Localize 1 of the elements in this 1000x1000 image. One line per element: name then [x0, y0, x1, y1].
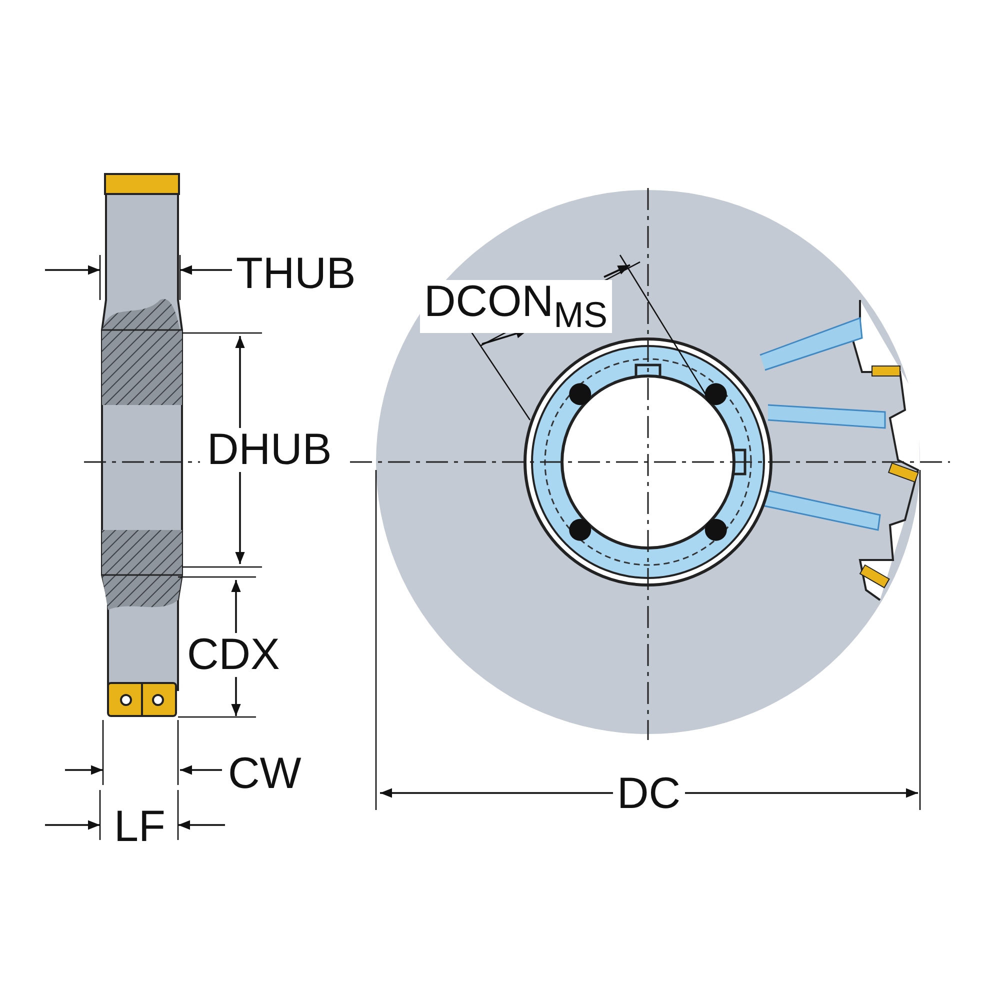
- dimension-label: DCON$_{MS}$: [420, 280, 612, 333]
